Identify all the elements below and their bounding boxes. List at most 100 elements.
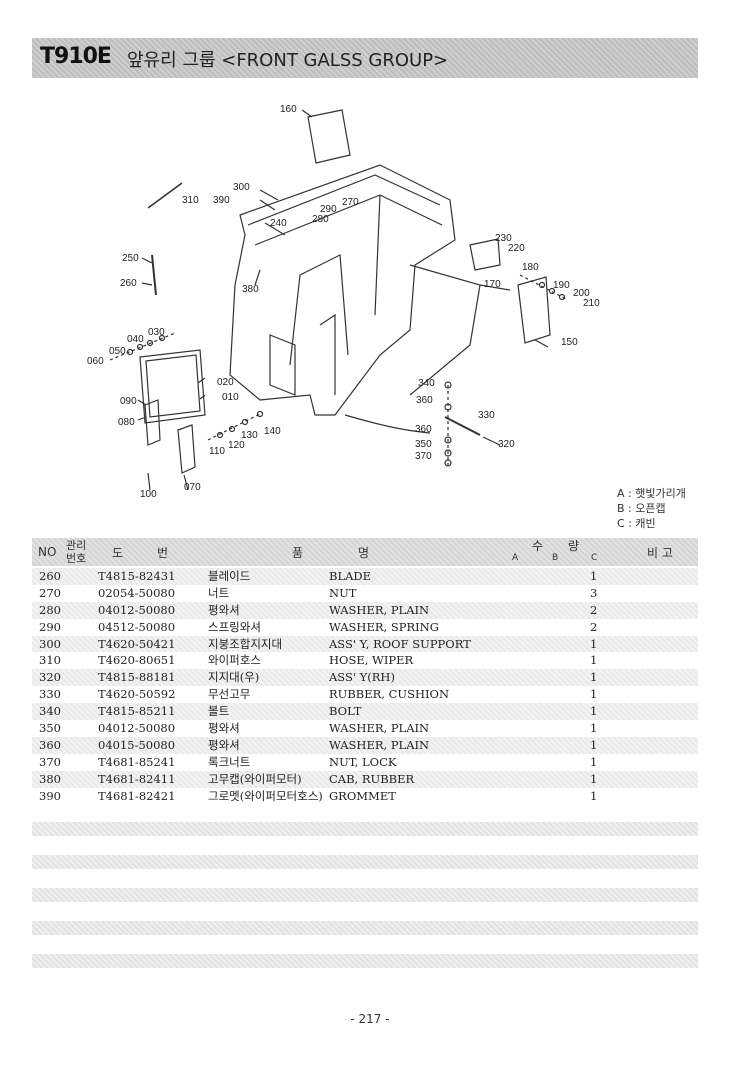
header-col-b: B xyxy=(552,553,559,563)
cell-part-number: T4681-82411 xyxy=(98,771,176,786)
callout-label: 050 xyxy=(109,346,126,357)
callout-label: 330 xyxy=(478,410,495,421)
callout-label: 170 xyxy=(484,279,501,290)
header-no: NO xyxy=(38,545,57,559)
callout-label: 160 xyxy=(280,104,297,115)
callout-label: 180 xyxy=(522,262,539,273)
cell-qty: 1 xyxy=(590,704,598,719)
blank-row-band xyxy=(32,921,698,935)
cell-korean-name: 평와셔 xyxy=(208,721,240,736)
blank-row-band xyxy=(32,822,698,836)
cell-english-name: HOSE, WIPER xyxy=(329,653,414,668)
cell-no: 270 xyxy=(39,585,61,600)
callout-label: 090 xyxy=(120,396,137,407)
cell-part-number: 04015-50080 xyxy=(98,737,176,752)
callout-label: 190 xyxy=(553,280,570,291)
cell-korean-name: 무선고무 xyxy=(208,687,251,702)
callout-label: 020 xyxy=(217,377,234,388)
cell-korean-name: 평와셔 xyxy=(208,602,240,617)
cell-english-name: WASHER, PLAIN xyxy=(329,602,430,617)
group-title: 앞유리 그룹 <FRONT GALSS GROUP> xyxy=(127,50,449,71)
cell-part-number: T4620-80651 xyxy=(98,653,176,668)
cell-qty: 3 xyxy=(590,585,598,600)
callout-label: 120 xyxy=(228,440,245,451)
cell-korean-name: 록크너트 xyxy=(208,754,251,769)
callout-label: 280 xyxy=(312,214,329,225)
callout-label: 200 xyxy=(573,288,590,299)
cell-qty: 1 xyxy=(590,737,598,752)
cell-qty: 1 xyxy=(590,569,598,583)
callout-label: 110 xyxy=(209,446,225,457)
callout-label: 360 xyxy=(416,395,433,406)
callout-label: 100 xyxy=(140,489,157,500)
cell-no: 370 xyxy=(39,754,61,769)
cell-korean-name: 평와셔 xyxy=(208,737,240,752)
cell-english-name: GROMMET xyxy=(329,788,396,803)
cell-no: 380 xyxy=(39,771,61,786)
cell-no: 310 xyxy=(39,653,61,668)
cell-part-number: T4620-50592 xyxy=(98,687,176,702)
exploded-diagram: 160 310 300 390 290 270 280 240 230 220 … xyxy=(87,104,600,500)
callout-label: 130 xyxy=(241,430,258,441)
callout-label: 250 xyxy=(122,253,139,264)
callout-label: 290 xyxy=(320,204,337,215)
front-glass-part xyxy=(139,349,206,424)
cell-part-number: T4620-50421 xyxy=(98,636,176,651)
model-code: T910E xyxy=(40,44,112,69)
cell-no: 350 xyxy=(39,721,61,736)
cell-part-number: 02054-50080 xyxy=(98,585,176,600)
cell-english-name: CAB, RUBBER xyxy=(329,771,415,786)
header-number: 번 xyxy=(157,546,169,560)
callout-label: 010 xyxy=(222,392,239,403)
cell-qty: 1 xyxy=(590,754,598,769)
cell-english-name: NUT, LOCK xyxy=(329,754,397,769)
blank-row-band xyxy=(32,855,698,869)
cell-part-number: 04512-50080 xyxy=(98,619,176,634)
callout-label: 390 xyxy=(213,195,230,206)
legend-item-a: A : 햇빛가리개 xyxy=(617,487,686,500)
callout-label: 380 xyxy=(242,284,259,295)
callout-label: 060 xyxy=(87,356,104,367)
cell-no: 300 xyxy=(39,636,61,651)
cell-qty: 2 xyxy=(590,619,598,634)
header-col-c: C xyxy=(591,553,598,563)
callout-label: 070 xyxy=(184,482,201,493)
header-remark: 비 고 xyxy=(647,546,673,560)
cell-qty: 1 xyxy=(590,771,598,786)
callout-label: 140 xyxy=(264,426,281,437)
header-qty2: 량 xyxy=(568,539,580,553)
cell-no: 320 xyxy=(39,670,61,685)
cell-part-number: T4815-82431 xyxy=(98,569,176,583)
cell-korean-name: 블레이드 xyxy=(208,569,251,583)
callout-label: 220 xyxy=(508,243,525,254)
header-part: 품 xyxy=(292,546,304,560)
cell-english-name: BOLT xyxy=(329,704,362,719)
cell-korean-name: 와이퍼호스 xyxy=(208,653,261,668)
callout-label: 030 xyxy=(148,327,165,338)
cell-part-number: T4815-85211 xyxy=(98,704,176,719)
cell-korean-name: 고무캡(와이퍼모터) xyxy=(208,771,302,786)
header-col-a: A xyxy=(512,553,519,563)
cell-english-name: NUT xyxy=(329,585,357,600)
cell-korean-name: 그로멧(와이퍼모터호스) xyxy=(208,788,323,803)
cell-no: 360 xyxy=(39,737,61,752)
callout-label: 270 xyxy=(342,197,359,208)
cell-qty: 1 xyxy=(590,788,598,803)
callout-label: 340 xyxy=(418,378,435,389)
cell-qty: 1 xyxy=(590,687,598,702)
header-drawing: 도 xyxy=(112,546,124,560)
header-qty: 수 xyxy=(532,539,544,553)
callout-label: 310 xyxy=(182,195,199,206)
callout-label: 040 xyxy=(127,334,144,345)
cell-korean-name: 스프링와셔 xyxy=(208,619,261,634)
legend-item-c: C : 캐빈 xyxy=(617,517,656,530)
